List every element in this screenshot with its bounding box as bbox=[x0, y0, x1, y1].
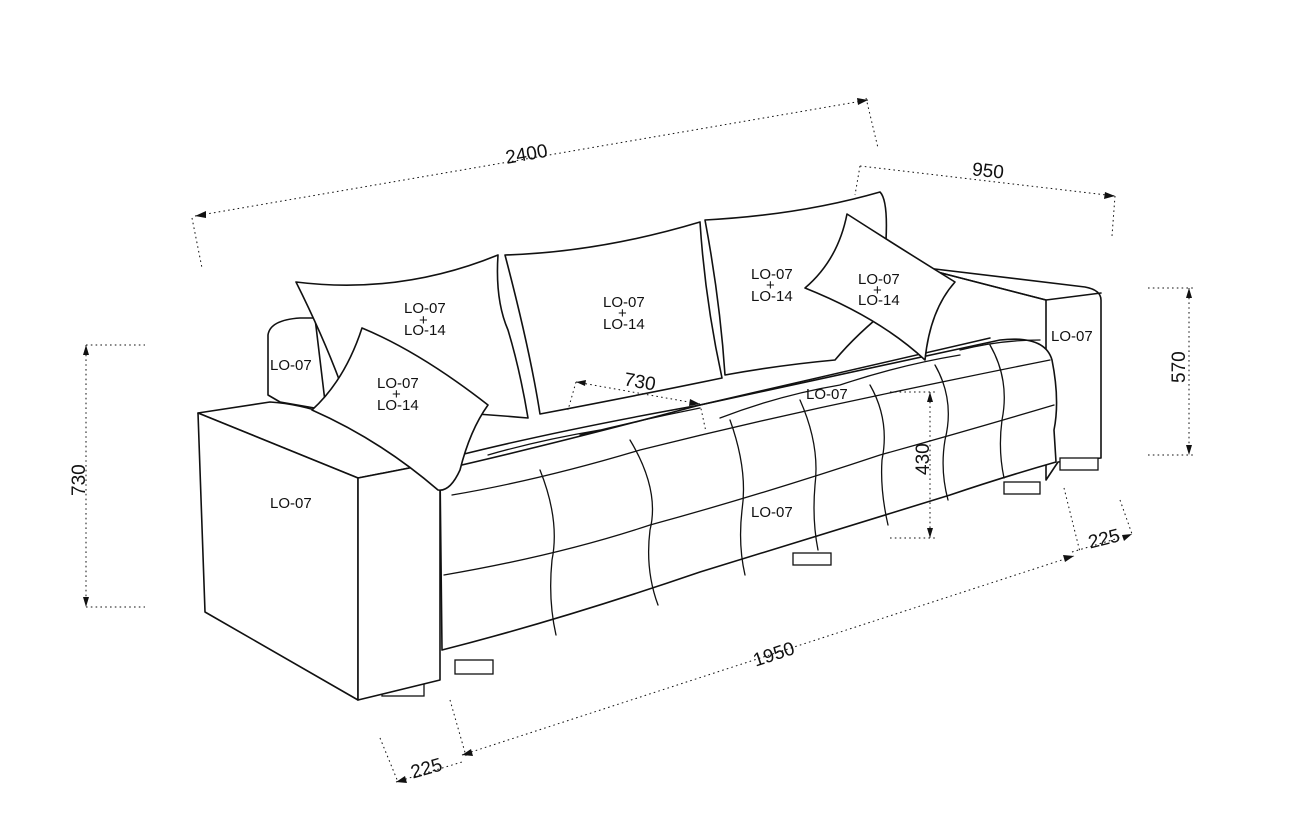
pillow-4 bbox=[311, 327, 489, 491]
dim-570-arrow-top bbox=[1186, 288, 1192, 298]
tufting-col-1 bbox=[539, 469, 557, 636]
tufting-row-1 bbox=[451, 359, 1051, 496]
dim-1950-arrow-right bbox=[1063, 555, 1074, 562]
dim-2400-ext-right bbox=[865, 97, 879, 149]
tufting-col-3 bbox=[729, 419, 746, 576]
dim-430-value: 430 bbox=[913, 443, 934, 475]
pillow-5-label-top: LO-07 bbox=[858, 271, 900, 288]
dim-225-left-arrow bbox=[396, 776, 407, 783]
dim-1950-line bbox=[461, 555, 1075, 756]
dim-570-value: 570 bbox=[1169, 351, 1190, 383]
dim-950-ext-right bbox=[1111, 195, 1116, 237]
pillow-5 bbox=[804, 213, 956, 361]
pillow-2-label-top: LO-07 bbox=[603, 294, 645, 311]
dim-2400-arrow-left bbox=[195, 211, 206, 218]
seat-front-label: LO-07 bbox=[751, 504, 793, 521]
dim-1950-ext-left bbox=[449, 699, 467, 757]
pillow-5-label-bottom: LO-14 bbox=[858, 292, 900, 309]
dim-730-seat-ext bbox=[567, 381, 707, 433]
pillow-1-plus: + bbox=[419, 312, 428, 329]
pillow-1-label-top: LO-07 bbox=[404, 300, 446, 317]
dim-225-right-line bbox=[1071, 533, 1133, 553]
dim-950-ext-left bbox=[854, 165, 861, 196]
pillow-2-label-bottom: LO-14 bbox=[603, 316, 645, 333]
left-back-arm-label: LO-07 bbox=[270, 357, 312, 374]
left-armrest-front bbox=[357, 461, 441, 701]
tufting-col-4 bbox=[799, 399, 819, 551]
dim-950-arrow bbox=[1104, 192, 1115, 199]
right-arm-label: LO-07 bbox=[1051, 328, 1093, 345]
tufting-top-curves bbox=[487, 339, 1041, 456]
pillow-2-plus: + bbox=[618, 305, 627, 322]
seat-back-label: LO-07 bbox=[806, 386, 848, 403]
foot-3 bbox=[1003, 481, 1041, 495]
dim-430-arrow-bottom bbox=[927, 528, 933, 538]
pillow-4-plus: + bbox=[392, 386, 401, 403]
dim-225-left-line bbox=[395, 761, 463, 783]
dim-730-height-value: 730 bbox=[69, 464, 90, 496]
dim-730-seat-line bbox=[575, 381, 701, 405]
pillow-4-label-bottom: LO-14 bbox=[377, 397, 419, 414]
dim-225-right-arrow bbox=[1122, 534, 1132, 541]
dim-2400-ext-left bbox=[191, 217, 203, 269]
dim-2400-arrow-right bbox=[857, 98, 868, 105]
pillow-2 bbox=[504, 221, 723, 415]
dim-225-left-value: 225 bbox=[408, 755, 444, 784]
dim-950-value: 950 bbox=[971, 159, 1005, 183]
dim-225-left-ext bbox=[379, 737, 399, 783]
tufting-col-7 bbox=[989, 344, 1005, 479]
material-labels: LO-07 + LO-14 LO-07 + LO-14 LO-07 + LO-1… bbox=[270, 266, 1093, 521]
dimension-lines bbox=[83, 97, 1195, 783]
pillow-3-label-bottom: LO-14 bbox=[751, 288, 793, 305]
dim-730-arrow-bottom bbox=[83, 597, 89, 607]
foot-4 bbox=[1059, 457, 1099, 471]
dim-730-arrow-top bbox=[83, 345, 89, 355]
foot-2 bbox=[792, 552, 832, 566]
foot-1 bbox=[454, 659, 494, 675]
pillow-3-label-top: LO-07 bbox=[751, 266, 793, 283]
dim-1950-arrow-left bbox=[462, 749, 473, 756]
pillow-3-plus: + bbox=[766, 277, 775, 294]
dim-2400-line bbox=[194, 99, 869, 217]
dim-730-seat-arrow-left bbox=[576, 380, 586, 386]
pillow-1-label-bottom: LO-14 bbox=[404, 322, 446, 339]
pillow-4-label-top: LO-07 bbox=[377, 375, 419, 392]
tufting-col-5 bbox=[869, 384, 889, 526]
tufting-col-2 bbox=[629, 439, 659, 606]
dim-2400-value: 2400 bbox=[504, 141, 549, 169]
dim-430-arrow-top bbox=[927, 392, 933, 402]
seat-base bbox=[439, 338, 1058, 651]
left-arm-front-label: LO-07 bbox=[270, 495, 312, 512]
dim-225-right-ext bbox=[1063, 487, 1133, 553]
dim-730-seat-arrow-right bbox=[689, 399, 700, 406]
dim-570-arrow-bottom bbox=[1186, 445, 1192, 455]
dim-1950-value: 1950 bbox=[751, 638, 798, 671]
left-back-armrest bbox=[267, 317, 327, 411]
tufting-col-6 bbox=[934, 364, 949, 501]
pillows bbox=[295, 191, 956, 491]
dim-225-right-value: 225 bbox=[1086, 525, 1122, 553]
pillow-5-plus: + bbox=[873, 282, 882, 299]
sofa-body bbox=[197, 266, 1102, 701]
